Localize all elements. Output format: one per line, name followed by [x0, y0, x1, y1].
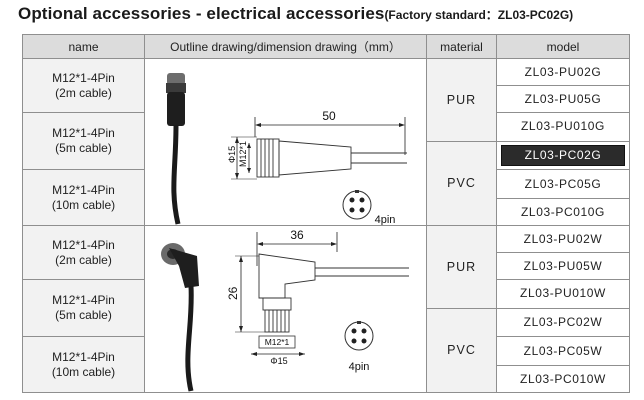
angled-pin-face-icon [344, 321, 374, 351]
model-cell[interactable]: ZL03-PC02W [496, 307, 630, 338]
table-row: ZL03-PU05G [23, 85, 630, 113]
header-name: name [22, 34, 145, 59]
name-line1: M12*1-4Pin [52, 126, 115, 141]
angled-connector-drawing: 36 [161, 228, 409, 392]
table-row: ZL03-PC010W [23, 365, 630, 393]
model-cell[interactable]: ZL03-PC05W [496, 336, 630, 366]
material-cell: PVC [426, 307, 497, 394]
table-row: PVC ZL03-PC02W [23, 307, 630, 394]
straight-dia-label: Φ15 [227, 146, 237, 163]
angled-dia-label: Φ15 [270, 356, 287, 366]
table-row: M12*1-4Pin (5m cable) ZL03-PU010G [22, 111, 630, 171]
straight-pins-label: 4pin [375, 214, 396, 225]
table-row: M12*1-4Pin (2m cable) [22, 58, 630, 226]
table-row: M12*1-4Pin (5m cable) ZL03-PU010W [22, 278, 630, 338]
name-line2: (5m cable) [55, 141, 112, 156]
header-model: model [496, 34, 630, 59]
straight-length-label: 50 [322, 109, 336, 123]
name-line1: M12*1-4Pin [52, 237, 115, 252]
material-cell: PVC [426, 140, 497, 227]
angled-thread-label: M12*1 [265, 337, 290, 347]
name-cell: M12*1-4Pin (5m cable) [22, 111, 145, 171]
material-cell: PUR [426, 58, 497, 142]
model-cell[interactable]: ZL03-PU05W [496, 252, 630, 280]
name-line2: (5m cable) [55, 308, 112, 323]
name-line2: (10m cable) [51, 364, 116, 379]
table-row: PVC ZL03-PC02G [23, 140, 630, 227]
model-cell-selected[interactable]: ZL03-PC02G [496, 140, 630, 171]
straight-drawing-cell: 50 Φ15 [144, 58, 427, 226]
header-drawing: Outline drawing/dimension drawing（mm） [144, 34, 427, 59]
angled-drawing-cell: 36 [144, 225, 427, 393]
name-line1: M12*1-4Pin [52, 70, 115, 85]
accessories-table: name Outline drawing/dimension drawing（m… [22, 34, 630, 394]
name-line2: (2m cable) [55, 85, 112, 100]
angled-length-label: 36 [290, 228, 304, 242]
name-line1: M12*1-4Pin [52, 182, 115, 197]
straight-thread-label: M12*1 [238, 141, 248, 167]
model-cell[interactable]: ZL03-PU010G [496, 112, 630, 142]
title-main: Optional accessories - electrical access… [18, 4, 385, 23]
name-cell: M12*1-4Pin (5m cable) [22, 278, 145, 338]
title-standard: (Factory standard：ZL03-PC02G) [384, 8, 574, 22]
material-cell: PUR [426, 225, 497, 309]
name-line2: (10m cable) [51, 197, 116, 212]
name-line1: M12*1-4Pin [52, 293, 115, 308]
page-title: Optional accessories - electrical access… [18, 4, 573, 24]
model-cell[interactable]: ZL03-PC010G [496, 198, 630, 226]
model-cell[interactable]: ZL03-PU02G [496, 58, 630, 86]
header-material: material [426, 34, 497, 59]
straight-connector-photo [166, 73, 186, 225]
model-cell[interactable]: ZL03-PC05G [496, 169, 630, 199]
straight-pin-face-icon [342, 190, 372, 220]
name-line1: M12*1-4Pin [52, 349, 115, 364]
angled-pins-label: 4pin [349, 361, 370, 373]
name-cell: M12*1-4Pin (2m cable) [22, 58, 145, 113]
model-cell[interactable]: ZL03-PU010W [496, 279, 630, 309]
model-cell[interactable]: ZL03-PU05G [496, 85, 630, 113]
angled-connector-photo [161, 243, 199, 392]
table-row: ZL03-PC010G [23, 198, 630, 226]
header-row: name Outline drawing/dimension drawing（m… [22, 34, 630, 59]
name-cell: M12*1-4Pin (10m cable) [22, 169, 145, 226]
table-row: M12*1-4Pin (2m cable) [22, 225, 630, 393]
table-row: ZL03-PU05W [23, 252, 630, 280]
angled-height-label: 26 [226, 286, 240, 300]
straight-connector-drawing: 50 Φ15 [166, 73, 407, 225]
model-cell[interactable]: ZL03-PC010W [496, 365, 630, 393]
name-line2: (2m cable) [55, 252, 112, 267]
model-cell[interactable]: ZL03-PU02W [496, 225, 630, 253]
name-cell: M12*1-4Pin (10m cable) [22, 336, 145, 393]
name-cell: M12*1-4Pin (2m cable) [22, 225, 145, 280]
